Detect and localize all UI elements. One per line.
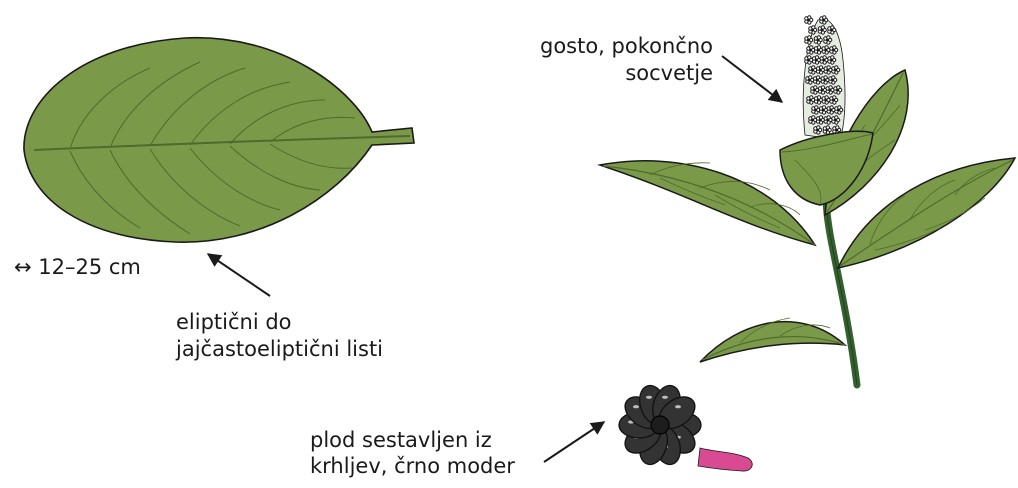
- fruit-label-line1: plod sestavljen iz: [310, 427, 492, 454]
- inflorescence-label-line1: gosto, pokončno: [540, 33, 713, 60]
- leaf-label-line1: eliptični do: [176, 309, 292, 336]
- inflorescence: [803, 16, 845, 140]
- fruit-highlight: [646, 396, 652, 399]
- fruit-highlight: [675, 405, 681, 408]
- arrow-fruit: [544, 422, 604, 462]
- leaf-size-label: ↔ 12–25 cm: [14, 254, 141, 281]
- fruit-stalk: [698, 448, 752, 471]
- flower: [805, 16, 813, 24]
- leaf-label-line2: jajčastoeliptični listi: [176, 336, 383, 363]
- fruit-center: [651, 416, 669, 434]
- leaf-lower-left: [700, 322, 845, 362]
- arrow-inflorescence: [722, 56, 782, 102]
- arrow-leaf: [208, 254, 270, 296]
- fruit-highlight: [662, 396, 668, 399]
- leaf-upper-left: [600, 161, 815, 245]
- large-leaf: [24, 38, 414, 242]
- fruit: [619, 382, 752, 471]
- fruit-highlight: [633, 405, 639, 408]
- fruit-label-line2: krhljev, črno moder: [310, 453, 515, 480]
- inflorescence-label-line2: socvetje: [625, 60, 713, 87]
- leaf-front-cup: [780, 131, 873, 205]
